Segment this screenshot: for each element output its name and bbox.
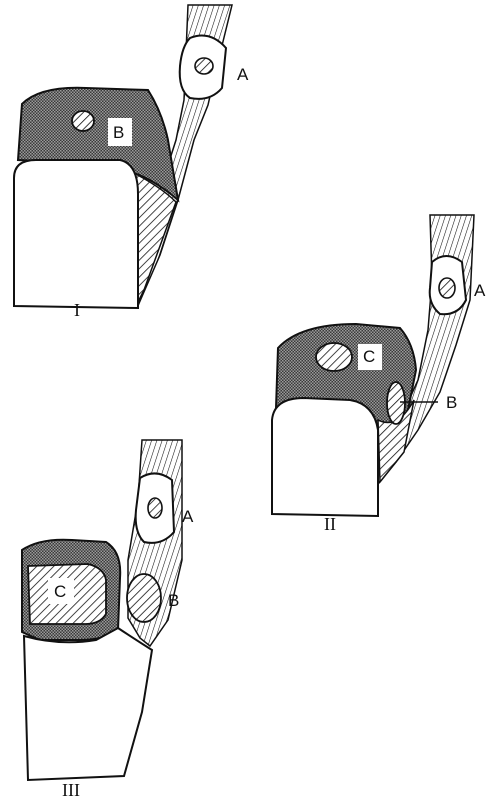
- panel-1-structure-a-core: [195, 58, 213, 74]
- panel-2-label-b: B: [446, 393, 457, 412]
- panel-2-label-c: C: [363, 347, 375, 366]
- panel-2-numeral: II: [324, 514, 336, 534]
- panel-1-bone: [14, 160, 138, 308]
- panel-2-structure-a-core: [439, 278, 455, 298]
- panel-2-bone: [272, 398, 378, 516]
- panel-3-label-c: C: [54, 582, 66, 601]
- panel-2-label-a: A: [474, 281, 486, 300]
- panel-3: A B C III: [22, 440, 194, 800]
- panel-2-structure-b: [387, 382, 405, 424]
- panel-3-structure-b: [127, 574, 161, 622]
- panel-1-label-b: B: [113, 123, 124, 142]
- panel-3-numeral: III: [62, 780, 80, 800]
- panel-1: A B I: [14, 5, 249, 320]
- panel-3-label-b: B: [168, 591, 179, 610]
- panel-3-label-a: A: [182, 507, 194, 526]
- panel-2-structure-c: [316, 343, 352, 371]
- panel-2: A C B II: [272, 215, 486, 534]
- panel-3-structure-a-core: [148, 498, 162, 518]
- panel-3-bone: [24, 628, 152, 780]
- panel-1-numeral: I: [74, 300, 80, 320]
- panel-1-label-a: A: [237, 65, 249, 84]
- panel-1-structure-b: [72, 111, 94, 131]
